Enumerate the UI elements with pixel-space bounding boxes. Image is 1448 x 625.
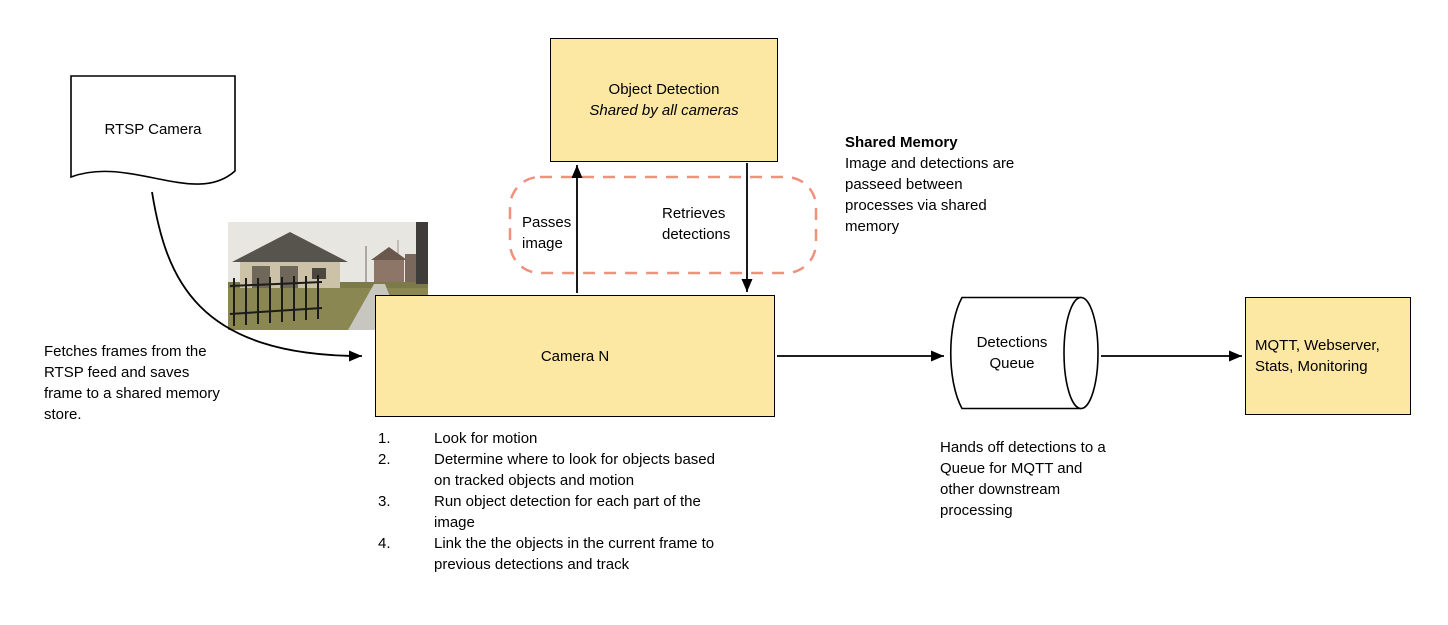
shared-memory-note-body: Image and detections are passeed between… (845, 155, 1015, 235)
camera-step-item: 2. Determine where to look for objects b… (378, 449, 732, 491)
camera-step-item: 1. Look for motion (378, 428, 732, 449)
step-number: 3. (378, 493, 391, 510)
step-number: 4. (378, 535, 391, 552)
shared-memory-note: Shared Memory Image and detections are p… (845, 132, 1031, 237)
step-text: Determine where to look for objects base… (434, 451, 715, 489)
camera-steps-list: 1. Look for motion 2. Determine where to… (378, 428, 732, 575)
fetch-frames-note: Fetches frames from the RTSP feed and sa… (44, 343, 220, 423)
detections-queue-node: Detections Queue (945, 296, 1100, 410)
passes-image-label: Passes image (522, 214, 572, 252)
camera-step-item: 3. Run object detection for each part of… (378, 491, 732, 533)
camera-n-label: Camera N (540, 347, 610, 365)
step-text: Look for motion (434, 430, 538, 447)
shared-memory-note-title: Shared Memory (845, 134, 958, 151)
queue-handoff-note: Hands off detections to a Queue for MQTT… (940, 439, 1106, 519)
detections-queue-label: Detections Queue (976, 334, 1048, 372)
step-number: 2. (378, 451, 391, 468)
rtsp-camera-label: RTSP Camera (104, 121, 202, 138)
object-detection-node: Object Detection Shared by all cameras (550, 38, 778, 162)
camera-n-node: Camera N (375, 295, 775, 417)
outputs-label: MQTT, Webserver, Stats, Monitoring (1255, 337, 1380, 375)
rtsp-camera-node: RTSP Camera (70, 75, 236, 199)
retrieves-detections-label: Retrieves detections (662, 205, 731, 243)
queue-cylinder-shape (950, 296, 1099, 410)
step-number: 1. (378, 430, 391, 447)
step-text: Run object detection for each part of th… (434, 493, 701, 531)
outputs-node: MQTT, Webserver, Stats, Monitoring (1245, 297, 1411, 415)
step-text: Link the the objects in the current fram… (434, 535, 715, 573)
object-detection-subtitle: Shared by all cameras (589, 102, 739, 119)
object-detection-title: Object Detection (608, 81, 720, 98)
document-shape (70, 75, 236, 185)
camera-step-item: 4. Link the the objects in the current f… (378, 533, 732, 575)
